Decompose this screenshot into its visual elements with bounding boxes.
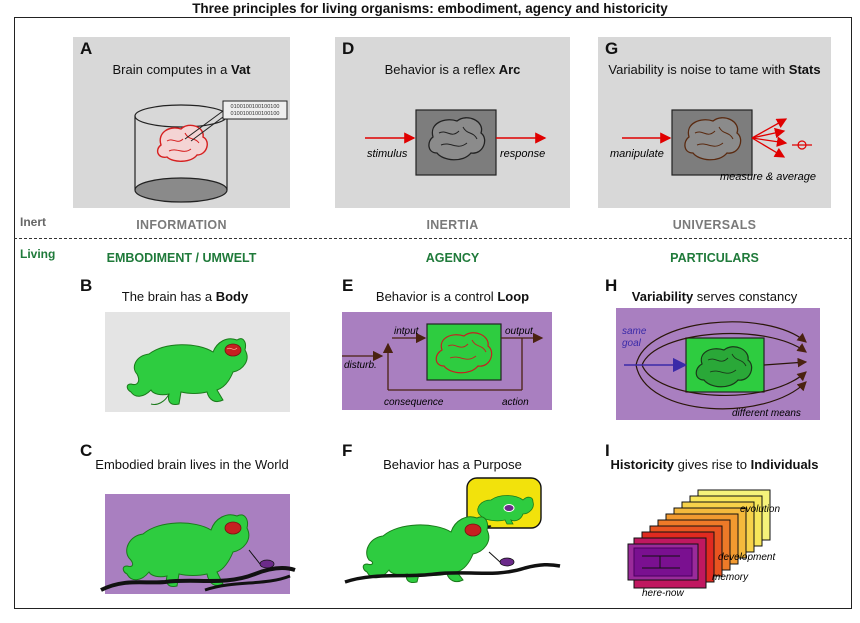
- vat-icon: 0100100100100100 0100100100100100: [134, 100, 288, 203]
- goal-label: goal: [622, 338, 642, 349]
- panel-g-letter: G: [605, 39, 619, 58]
- here-now-label: here-now: [642, 588, 684, 599]
- memory-label: memory: [712, 572, 749, 583]
- page-title: Three principles for living organisms: e…: [192, 1, 668, 16]
- panel-h-title-text: serves constancy: [693, 289, 798, 304]
- panel-d-title: Behavior is a reflex Arc: [335, 62, 570, 77]
- input-label: intput: [394, 326, 420, 337]
- panel-f-letter: F: [342, 441, 353, 460]
- output-label: output: [505, 326, 534, 337]
- panel-i-title-bold: Historicity: [610, 457, 675, 472]
- consequence-label: consequence: [384, 397, 444, 408]
- panel-b-title: The brain has a Body: [80, 289, 290, 304]
- svg-text:0100100100100100: 0100100100100100: [231, 104, 280, 110]
- manipulate-label: manipulate: [610, 148, 664, 160]
- panel-c-letter: C: [80, 441, 93, 460]
- control-loop-diagram: intput output disturb. consequence actio…: [342, 312, 552, 410]
- stacked-layers-icon: evolution development memory here-now: [627, 489, 780, 599]
- disturbance-label: disturb.: [344, 360, 377, 371]
- diagram-frame: [14, 17, 852, 609]
- panel-b-title-text: The brain has a: [121, 289, 216, 304]
- panel-i-title: Historicity gives rise to Individuals: [598, 457, 831, 472]
- panel-a-title: Brain computes in a Vat: [73, 62, 290, 77]
- category-embodiment: EMBODIMENT / UMWELT: [106, 251, 257, 265]
- panel-i-title-text: gives rise to: [674, 457, 751, 472]
- panel-c-title: Embodied brain lives in the World: [95, 457, 289, 472]
- panel-d-letter: D: [342, 39, 355, 58]
- different-means-label: different means: [732, 408, 801, 419]
- panel-d-title-text: Behavior is a reflex: [384, 62, 499, 77]
- brain-icon: [156, 124, 208, 162]
- panel-d-title-bold: Arc: [498, 62, 521, 77]
- reflex-arc-diagram: stimulus response: [365, 109, 547, 176]
- panel-b-title-bold: Body: [215, 289, 249, 304]
- row-label-inert: Inert: [20, 215, 47, 229]
- panel-c-graphic: [100, 494, 296, 594]
- same-label: same: [622, 326, 647, 337]
- variability-diagram: same goal different means: [616, 308, 820, 420]
- stimulus-label: stimulus: [367, 148, 408, 160]
- panel-i-title-bold2: Individuals: [750, 457, 819, 472]
- brain-icon: [684, 117, 742, 161]
- cat-icon: [122, 514, 250, 587]
- panel-a-letter: A: [80, 39, 93, 58]
- inert-living-divider: [14, 238, 852, 239]
- brain-icon: [224, 521, 242, 535]
- panel-a-title-bold: Vat: [231, 62, 251, 77]
- measure-label: measure & average: [720, 171, 816, 183]
- action-label: action: [502, 397, 529, 408]
- category-particulars: PARTICULARS: [670, 251, 759, 265]
- panel-h-title-bold: Variability: [631, 289, 694, 304]
- panel-f-title: Behavior has a Purpose: [383, 457, 522, 472]
- evolution-label: evolution: [740, 504, 780, 515]
- panel-h-title: Variability serves constancy: [598, 289, 831, 304]
- panel-e-title: Behavior is a control Loop: [335, 289, 570, 304]
- mouse-icon: [488, 551, 515, 567]
- category-information: INFORMATION: [136, 218, 227, 232]
- stats-diagram: manipulate measure & average: [610, 109, 816, 183]
- brain-icon: [428, 117, 486, 161]
- brain-icon: [435, 332, 493, 374]
- panel-g-title: Variability is noise to tame with Stats: [598, 62, 831, 77]
- panel-g-title-bold: Stats: [788, 62, 821, 77]
- category-universals: UNIVERSALS: [672, 218, 757, 232]
- panel-h-letter: H: [605, 276, 618, 295]
- cat-icon: [362, 516, 490, 583]
- panel-b-graphic: [105, 312, 290, 412]
- panel-i-letter: I: [605, 441, 610, 460]
- panel-f-graphic: [344, 477, 561, 584]
- panel-e-title-text: Behavior is a control: [375, 289, 498, 304]
- svg-text:0100100100100100: 0100100100100100: [231, 111, 280, 117]
- development-label: development: [718, 552, 776, 563]
- category-inertia: INERTIA: [426, 218, 479, 232]
- brain-icon: [224, 343, 242, 357]
- panel-b-letter: B: [80, 276, 93, 295]
- panel-e-letter: E: [342, 276, 354, 295]
- row-label-living: Living: [20, 247, 56, 261]
- mouse-icon: [248, 549, 275, 569]
- panel-e-title-bold: Loop: [497, 289, 530, 304]
- panel-a-title-text: Brain computes in a: [112, 62, 231, 77]
- category-agency: AGENCY: [425, 251, 480, 265]
- brain-icon: [695, 346, 753, 388]
- panel-g-title-text: Variability is noise to tame with: [608, 62, 789, 77]
- cat-icon: [126, 338, 248, 405]
- brain-icon: [464, 523, 482, 537]
- response-label: response: [500, 148, 545, 160]
